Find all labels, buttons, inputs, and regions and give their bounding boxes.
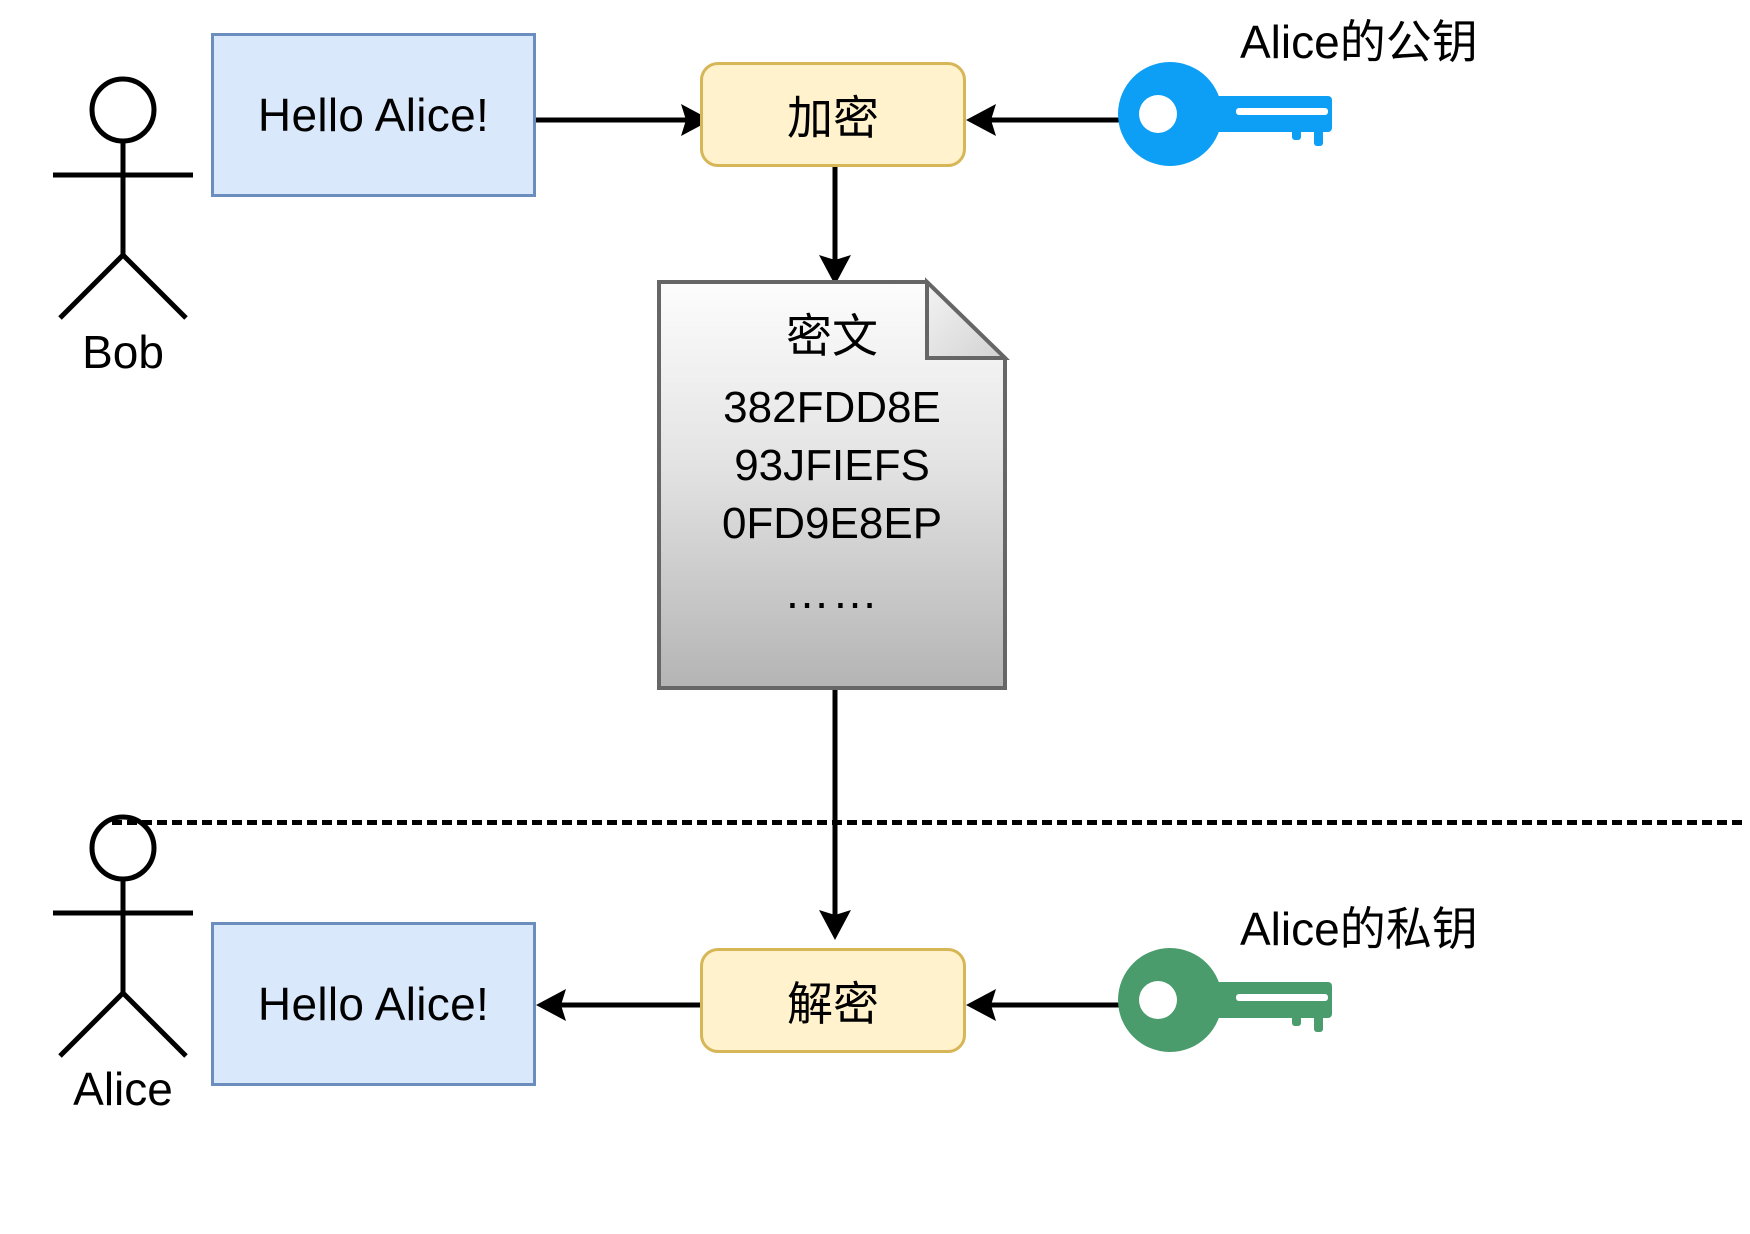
arrow-ciphertext-to-decrypt [810,690,860,940]
arrow-decrypt-to-plaintext [536,980,711,1030]
arrow-plaintext-to-encrypt [536,95,711,145]
stick-figure-icon [53,76,193,320]
actor-bob-label: Bob [82,326,164,378]
plaintext-box-top: Hello Alice! [211,33,536,197]
public-key-label: Alice的公钥 [1240,16,1478,68]
encrypt-box: 加密 [700,62,966,167]
arrow-privatekey-to-decrypt [966,980,1131,1030]
decrypt-box: 解密 [700,948,966,1053]
actor-bob [28,70,218,320]
actor-alice-label: Alice [73,1063,173,1115]
public-key-icon [1118,62,1336,167]
document-icon [657,277,1010,690]
private-key-label: Alice的私钥 [1240,903,1478,955]
section-divider [112,820,1742,825]
actor-alice [28,808,218,1058]
arrow-encrypt-to-ciphertext [810,167,860,285]
private-key-icon [1118,948,1336,1053]
arrow-publickey-to-encrypt [966,95,1131,145]
stick-figure-icon [53,814,193,1058]
ciphertext-document: 密文 382FDD8E 93JFIEFS 0FD9E8EP …… [657,277,1010,690]
plaintext-box-bottom: Hello Alice! [211,922,536,1086]
